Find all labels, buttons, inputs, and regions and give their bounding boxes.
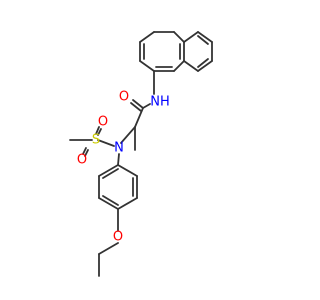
chemical-structure-diagram: O NH S O O N O — [69, 31, 213, 277]
sulfonyl-oxygen-top-label: O — [98, 115, 108, 130]
amide-nh-label: NH — [150, 95, 170, 110]
atom-labels: O NH S O O N O — [77, 90, 170, 245]
sulfonyl-oxygen-bottom-label: O — [77, 153, 87, 168]
carbonyl-oxygen-label: O — [119, 90, 129, 105]
sulfonamide-nitrogen-label: N — [114, 141, 124, 156]
sulfur-label: S — [92, 133, 100, 148]
bond-lines — [69, 31, 213, 277]
ether-oxygen-label: O — [113, 230, 123, 245]
